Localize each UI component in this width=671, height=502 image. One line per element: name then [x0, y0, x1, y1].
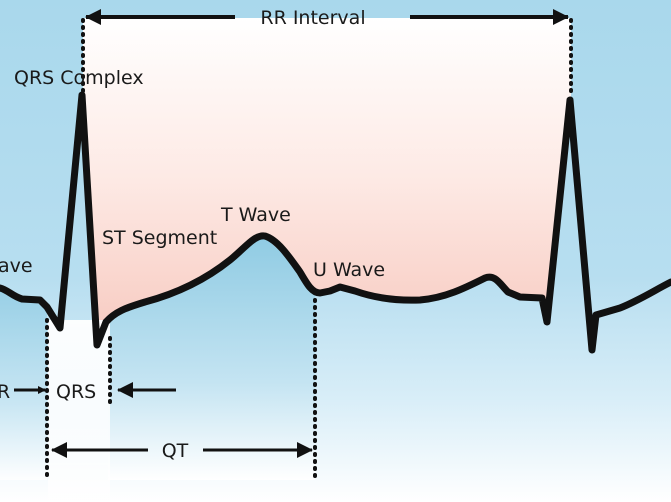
- st-segment-label: ST Segment: [102, 227, 217, 249]
- qrs-label: QRS: [56, 381, 96, 403]
- rr-interval-region: [83, 18, 571, 345]
- ecg-trace: [0, 91, 671, 354]
- qrs-complex-label: QRS Complex: [14, 67, 144, 89]
- t-wave-label: T Wave: [220, 204, 291, 226]
- qrs-band: [48, 320, 110, 502]
- qt-label: QT: [162, 440, 189, 462]
- p-wave-label: ave: [0, 255, 33, 277]
- guide-lines: [45, 18, 573, 482]
- p-wave-region: [0, 288, 47, 480]
- u-wave-label: U Wave: [313, 259, 385, 281]
- qt-region: [108, 235, 315, 480]
- rr-interval-label: RR Interval: [260, 7, 365, 29]
- pr-label: R: [0, 381, 10, 403]
